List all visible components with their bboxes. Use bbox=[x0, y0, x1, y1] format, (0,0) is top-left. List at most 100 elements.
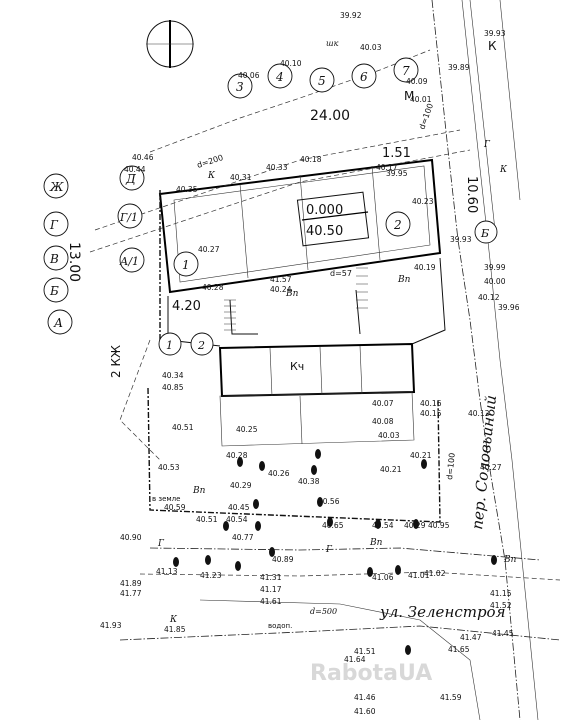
elevation-mark: 40.27 bbox=[480, 463, 502, 472]
elevation-mark: 41.46 bbox=[354, 693, 376, 702]
util-d100-1: d=100 bbox=[417, 102, 435, 131]
axis-v: В bbox=[49, 252, 59, 266]
elevation-mark: 40.06 bbox=[238, 71, 260, 80]
axis-b: Б bbox=[49, 284, 59, 298]
util-vp-4: Вп bbox=[285, 289, 299, 299]
diagonal-service bbox=[89, 129, 471, 461]
sewer-line bbox=[119, 625, 561, 641]
lot-boundary-top bbox=[149, 49, 431, 153]
elevation-mark: 40.16 bbox=[420, 399, 442, 408]
elevation-mark: 39.93 bbox=[484, 29, 506, 38]
axis-a1: А/1 bbox=[119, 255, 139, 268]
elevation-mark: 40.29 bbox=[404, 521, 426, 530]
elevation-mark: 39.92 bbox=[340, 11, 362, 20]
elevation-mark: 39.99 bbox=[484, 263, 506, 272]
elevation-mark: 41.93 bbox=[100, 621, 122, 630]
axis-7: 7 bbox=[402, 64, 410, 78]
gas-line bbox=[149, 547, 541, 561]
elevation-mark: 40.17 bbox=[376, 163, 398, 172]
elevation-mark: 40.65 bbox=[322, 521, 344, 530]
annex-building bbox=[218, 342, 416, 447]
kzh-label: 2 КЖ bbox=[109, 345, 123, 378]
elevation-mark: 39.96 bbox=[498, 303, 520, 312]
width-dim: 24.00 bbox=[310, 108, 350, 124]
util-g-2: Г bbox=[325, 545, 333, 555]
util-g-3: Г bbox=[483, 140, 491, 150]
elevation-mark: 40.51 bbox=[172, 423, 194, 432]
elevation-mark: 40.08 bbox=[372, 417, 394, 426]
lot-boundary-right bbox=[431, 0, 521, 720]
elevation-mark: 40.21 bbox=[380, 465, 402, 474]
util-d200: d=200 bbox=[196, 153, 225, 170]
elevation-mark: 41.23 bbox=[200, 571, 222, 580]
util-vp-5: Вп bbox=[503, 555, 517, 565]
elevation-mark: 40.24 bbox=[270, 285, 292, 294]
elevation-mark: 41.01 bbox=[408, 571, 430, 580]
courtyard-walls bbox=[167, 257, 446, 347]
letter-m: М bbox=[404, 89, 414, 103]
elevation-mark: 41.52 bbox=[490, 601, 512, 610]
axis-1: 1 bbox=[182, 258, 190, 272]
elevation-mark: 39.95 bbox=[386, 169, 408, 178]
elevation-mark: 40.34 bbox=[162, 371, 184, 380]
util-shk: шк bbox=[326, 39, 339, 48]
axis-markers bbox=[43, 57, 498, 356]
axis-1b: 1 bbox=[166, 339, 173, 352]
util-k-1: К bbox=[169, 615, 178, 625]
elevation-mark: 40.00 bbox=[484, 277, 506, 286]
util-k-3: К bbox=[207, 171, 216, 181]
right-edge-lines bbox=[469, 0, 521, 231]
elevation-mark: 40.29 bbox=[230, 481, 252, 490]
elevation-mark: 41.06 bbox=[372, 573, 394, 582]
kch-label: Кч bbox=[290, 360, 304, 373]
axis-4: 4 bbox=[275, 70, 284, 84]
elevation-mark: 40.23 bbox=[412, 197, 434, 206]
axis-2b: 2 bbox=[197, 339, 205, 352]
elevation-mark: 40.12 bbox=[468, 409, 490, 418]
abs-mark: 40.50 bbox=[306, 224, 343, 239]
axis-3: 3 bbox=[236, 80, 244, 94]
stairs-hatch bbox=[224, 267, 368, 331]
elevation-mark: 40.90 bbox=[120, 533, 142, 542]
axis-5: 5 bbox=[318, 74, 326, 88]
small-dim-2: 10.60 bbox=[464, 176, 479, 213]
util-g-1: Г bbox=[157, 539, 165, 549]
lane-edge bbox=[461, 0, 539, 720]
elevation-mark: 40.28 bbox=[226, 451, 248, 460]
elevation-mark: 40.59 bbox=[164, 503, 186, 512]
elevation-mark: 40.54 bbox=[226, 515, 248, 524]
elevation-mark: 40.31 bbox=[230, 173, 252, 182]
elevation-mark: 40.89 bbox=[272, 555, 294, 564]
elevation-mark: 40.10 bbox=[280, 59, 302, 68]
elevation-mark: 40.77 bbox=[232, 533, 254, 542]
elevation-mark: 40.35 bbox=[176, 185, 198, 194]
util-vp-3: Вп bbox=[397, 275, 411, 285]
elevation-mark: 40.01 bbox=[410, 95, 432, 104]
elevation-mark: 40.45 bbox=[228, 503, 250, 512]
elevation-mark: 40.28 bbox=[202, 283, 224, 292]
elevation-mark: 40.56 bbox=[318, 497, 340, 506]
util-vodop: водоп. bbox=[268, 622, 292, 630]
elevation-mark: 40.15 bbox=[420, 409, 442, 418]
watermark: RabotaUA bbox=[310, 661, 432, 686]
elevation-mark: 40.19 bbox=[414, 263, 436, 272]
elevation-mark: 41.17 bbox=[260, 585, 282, 594]
util-d100-2: d=100 bbox=[445, 452, 457, 480]
elevation-mark: 40.27 bbox=[198, 245, 220, 254]
letter-k: К bbox=[488, 39, 497, 53]
elevation-mark: 39.89 bbox=[448, 63, 470, 72]
elevation-mark: 41.77 bbox=[120, 589, 142, 598]
util-d57: d=57 bbox=[330, 269, 352, 278]
elevation-marks: 39.9239.9339.8940.0340.0640.1040.0940.01… bbox=[100, 11, 520, 716]
elevation-mark: 40.03 bbox=[360, 43, 382, 52]
axis-d: Д bbox=[125, 172, 136, 186]
elevation-mark: 40.44 bbox=[124, 165, 146, 174]
axis-zh: Ж bbox=[49, 180, 64, 194]
util-vp-2: Вп bbox=[369, 538, 383, 548]
elevation-mark: 40.54 bbox=[372, 521, 394, 530]
elevation-mark: 41.47 bbox=[460, 633, 482, 642]
elevation-mark: 40.95 bbox=[428, 521, 450, 530]
util-vp-1: Вп bbox=[192, 486, 206, 496]
